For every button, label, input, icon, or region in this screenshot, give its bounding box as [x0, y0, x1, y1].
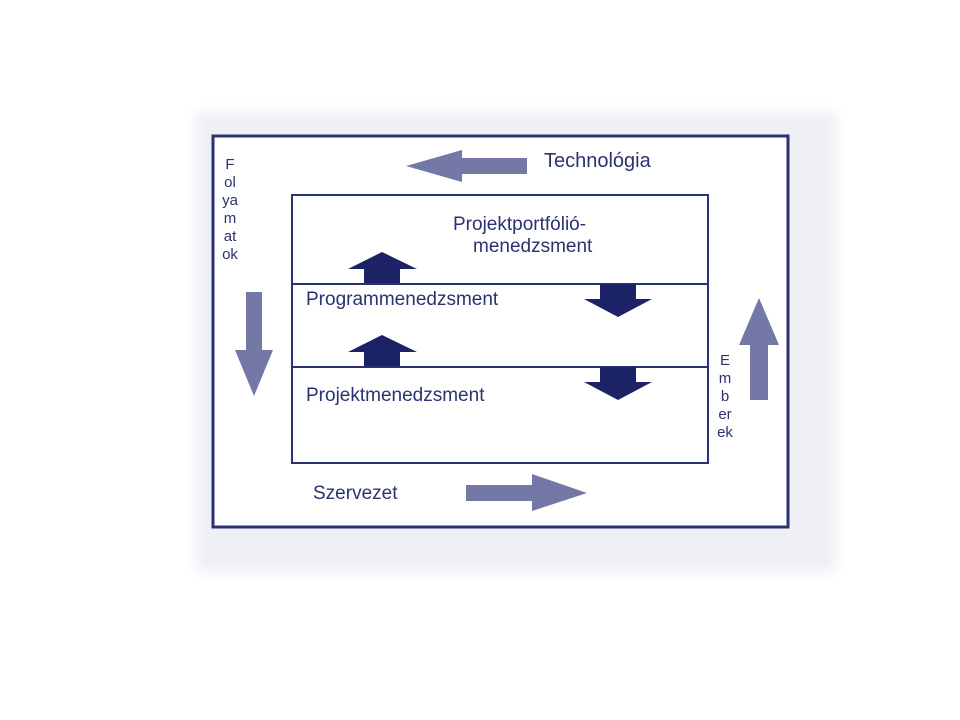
layer-down-arrow-icon	[584, 367, 652, 400]
layer-up-arrow-icon	[348, 335, 417, 366]
up-arrow-icon	[739, 298, 779, 400]
label-szervezet: Szervezet	[313, 483, 398, 504]
label-projektportfolio-line2: menedzsment	[473, 236, 593, 257]
label-projektportfolio-line1: Projektportfólió-	[453, 214, 587, 235]
inner-box	[291, 194, 709, 464]
label-technologia: Technológia	[544, 150, 651, 172]
label-projektmenedzsment: Projektmenedzsment	[306, 385, 485, 406]
layer-down-arrow-icon	[584, 284, 652, 317]
down-arrow-icon	[235, 292, 273, 396]
right-arrow-icon	[466, 474, 587, 511]
layer-up-arrow-icon	[348, 252, 417, 283]
label-folyamatok: Folyamatok	[222, 156, 238, 263]
left-arrow-icon	[406, 150, 527, 182]
label-programmenedzsment: Programmenedzsment	[306, 289, 499, 310]
label-emberek: Emberek	[717, 352, 733, 441]
